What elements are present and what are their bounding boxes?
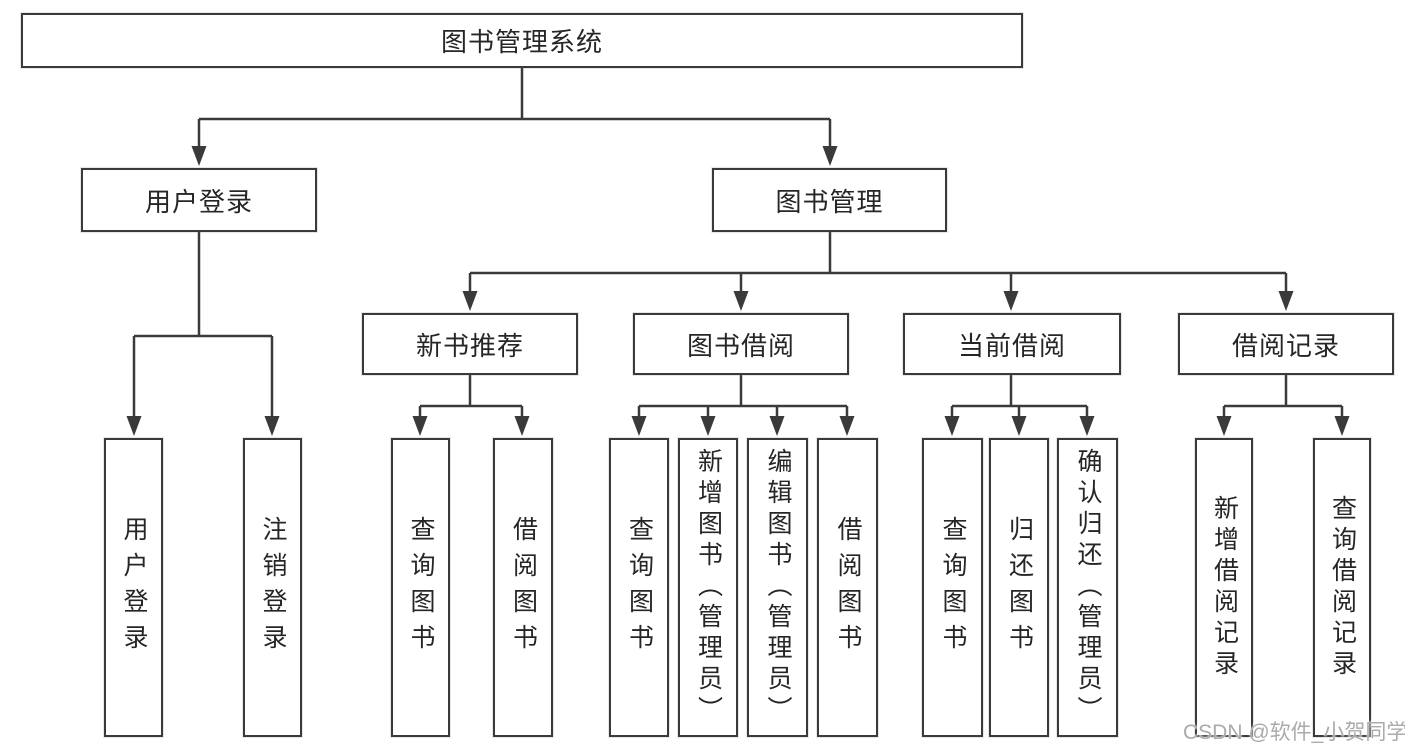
node-book-management: 图书管理 (712, 168, 947, 232)
node-book-borrowing-label: 图书借阅 (686, 330, 795, 361)
node-borrowing-records: 借阅记录 (1178, 313, 1394, 375)
connector-book-borrow-to-leaves (631, 375, 855, 436)
node-current-borrowing: 当前借阅 (903, 313, 1121, 375)
node-leaf-user-login-label: 用户登录 (120, 515, 148, 660)
node-current-borrowing-label: 当前借阅 (957, 330, 1066, 361)
node-leaf-confirm-return-admin: 确认归还（管理员） (1057, 438, 1118, 737)
node-user-login-label: 用户登录 (144, 186, 253, 217)
node-leaf-query-books-current-label: 查询图书 (939, 515, 967, 660)
node-leaf-edit-books-admin: 编辑图书（管理员） (747, 438, 808, 737)
node-book-management-label: 图书管理 (775, 186, 884, 217)
node-leaf-add-borrow-record-label: 新增借阅记录 (1210, 494, 1239, 681)
node-new-book-recommend-label: 新书推荐 (415, 330, 524, 361)
node-leaf-query-borrow-record-label: 查询借阅记录 (1328, 494, 1357, 681)
csdn-watermark: CSDN @软件_小贺同学 (1183, 721, 1405, 744)
node-user-login: 用户登录 (81, 168, 317, 232)
node-borrowing-records-label: 借阅记录 (1231, 330, 1340, 361)
connector-current-borrow-to-leaves (944, 375, 1095, 436)
node-leaf-logout: 注销登录 (243, 438, 302, 737)
node-leaf-user-login: 用户登录 (104, 438, 163, 737)
node-leaf-query-books-recommend: 查询图书 (391, 438, 450, 737)
connector-root-to-level2 (191, 68, 838, 166)
connector-book-mgmt-to-level3 (462, 232, 1294, 311)
node-leaf-return-books: 归还图书 (989, 438, 1049, 737)
node-leaf-add-borrow-record: 新增借阅记录 (1195, 438, 1253, 737)
node-leaf-logout-label: 注销登录 (259, 515, 287, 660)
node-leaf-edit-books-admin-label: 编辑图书（管理员） (764, 448, 792, 727)
connector-borrow-records-to-leaves (1216, 375, 1350, 436)
connector-user-login-to-leaves (126, 232, 280, 436)
node-root-library-system: 图书管理系统 (21, 13, 1023, 68)
node-leaf-confirm-return-admin-label: 确认归还（管理员） (1074, 448, 1102, 727)
node-new-book-recommend: 新书推荐 (362, 313, 578, 375)
node-book-borrowing: 图书借阅 (633, 313, 849, 375)
node-leaf-borrow-books: 借阅图书 (817, 438, 878, 737)
node-leaf-add-books-admin: 新增图书（管理员） (678, 438, 738, 737)
node-leaf-query-borrow-record: 查询借阅记录 (1313, 438, 1371, 737)
connector-new-books-to-leaves (412, 375, 530, 436)
node-leaf-query-books-borrowing-label: 查询图书 (625, 515, 654, 660)
node-leaf-borrow-books-recommend-label: 借阅图书 (509, 515, 538, 660)
node-root-label: 图书管理系统 (440, 27, 603, 57)
node-leaf-query-books-current: 查询图书 (922, 438, 983, 737)
node-leaf-borrow-books-recommend: 借阅图书 (493, 438, 553, 737)
node-leaf-query-books-borrowing: 查询图书 (609, 438, 669, 737)
node-leaf-borrow-books-label: 借阅图书 (834, 515, 862, 660)
node-leaf-add-books-admin-label: 新增图书（管理员） (694, 448, 723, 727)
node-leaf-query-books-recommend-label: 查询图书 (407, 515, 435, 660)
node-leaf-return-books-label: 归还图书 (1005, 515, 1034, 660)
